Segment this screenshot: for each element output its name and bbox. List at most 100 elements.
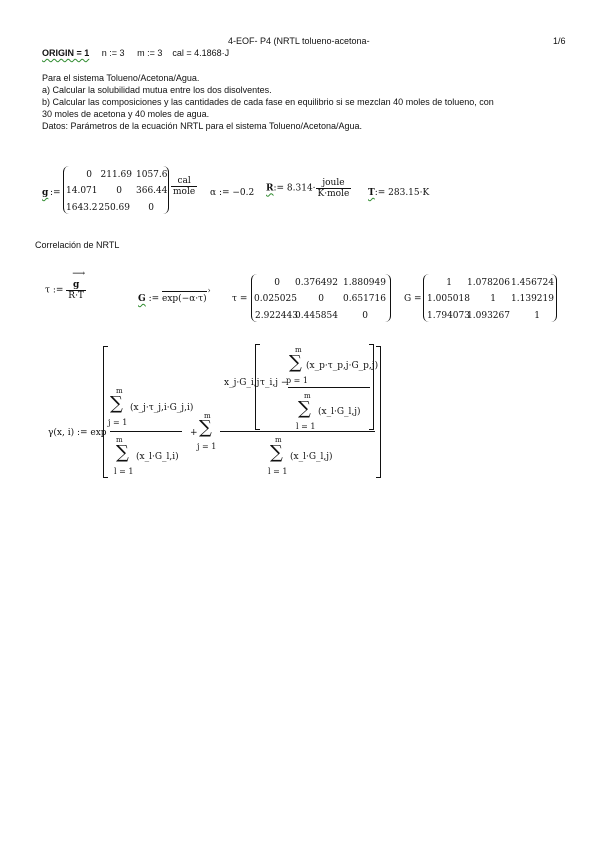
- term1-denominator: (x_l·G_l,i): [136, 452, 179, 462]
- r-unit-denominator: K·mole: [317, 189, 350, 199]
- alpha-definition: α := −0.2: [210, 188, 255, 198]
- r-value: := 8.314·: [273, 183, 316, 194]
- sum-upper-limit: m: [116, 436, 123, 444]
- outer-bracket-left: [103, 346, 108, 478]
- matrix-cell: 1.093267: [467, 311, 510, 321]
- fraction-bar: [110, 431, 182, 432]
- right-paren: [163, 166, 169, 214]
- outer-bracket-right: [376, 346, 381, 478]
- summation-icon: ∑: [298, 398, 311, 419]
- matrix-cell: 0.376492: [295, 278, 338, 288]
- plus-operator: +: [190, 428, 198, 438]
- fraction-bar: [220, 431, 375, 432]
- sum-lower-limit: l = 1: [268, 467, 288, 476]
- t-definition: T:= 283.15·K: [368, 188, 429, 198]
- matrix-cell: 366.44: [136, 186, 168, 196]
- sum-upper-limit: m: [275, 436, 282, 444]
- matrix-cell: 0.445854: [295, 311, 338, 321]
- matrix-cell: 1643.2: [66, 203, 98, 213]
- matrix-cell: 1.078206: [467, 278, 510, 288]
- page-title: 4-EOF- P4 (NRTL tolueno-acetona-: [228, 36, 370, 46]
- tau-matrix-label: τ =: [232, 294, 248, 304]
- matrix-cell: 0: [116, 186, 122, 196]
- sum-upper-limit: m: [304, 392, 311, 400]
- matrix-cell: 0: [318, 294, 324, 304]
- sum-upper-limit: m: [116, 387, 123, 395]
- sum-upper-limit: m: [295, 346, 302, 354]
- summation-icon: ∑: [116, 442, 129, 463]
- problem-line: b) Calcular las composiciones y las cant…: [42, 97, 494, 107]
- matrix-cell: 2.922443: [255, 311, 298, 321]
- t-value: := 283.15·K: [374, 188, 430, 198]
- sum-lower-limit: j = 1: [197, 442, 217, 451]
- tau-numerator: g: [66, 280, 86, 291]
- g-exp-definition: G := › exp(−α·τ): [138, 286, 211, 304]
- right-paren: [385, 274, 391, 322]
- unit-numerator: cal: [171, 176, 198, 187]
- section-title: Correlación de NRTL: [35, 240, 120, 250]
- gamma-lhs: γ(x, i) := exp: [48, 428, 107, 438]
- sum-lower-limit: j = 1: [108, 418, 128, 427]
- sum-lower-limit: p = 1: [286, 376, 308, 385]
- sum-lower-limit: l = 1: [114, 467, 134, 476]
- t-symbol: T: [368, 188, 375, 198]
- tau-lhs: τ :=: [45, 285, 64, 296]
- term1-numerator: (x_j·τ_j,i·G_j,i): [130, 403, 194, 413]
- cal-setting: cal = 4.1868·J: [172, 48, 230, 58]
- inner-bracket-left: [255, 344, 260, 430]
- matrix-cell: 1: [446, 278, 452, 288]
- vectorize-arrow-icon: ⟶: [72, 269, 86, 279]
- r-symbol: R: [266, 183, 274, 194]
- right-paren: [551, 274, 557, 322]
- matrix-cell: 1057.6: [136, 170, 168, 180]
- matrix-cell: 0.651716: [343, 294, 386, 304]
- summation-icon: ∑: [199, 417, 212, 438]
- r-unit-numerator: joule: [315, 178, 352, 189]
- matrix-cell: 1.456724: [511, 278, 554, 288]
- sum-lower-limit: l = 1: [296, 422, 316, 431]
- matrix-cell: 14.071: [66, 186, 98, 196]
- term2-denominator: (x_l·G_l,j): [290, 452, 333, 462]
- m-setting: m := 3: [137, 48, 163, 58]
- problem-statement: Para el sistema Tolueno/Acetona/Agua. a)…: [42, 72, 494, 132]
- tau-ij-minus: τ_i,j −: [260, 378, 289, 388]
- summation-icon: ∑: [289, 352, 302, 373]
- tau-denominator: R·T: [68, 291, 84, 301]
- summation-icon: ∑: [270, 442, 283, 463]
- term2-inner-numerator: (x_p·τ_p,j·G_p,j): [306, 361, 379, 371]
- g-symbol: g: [42, 188, 49, 198]
- matrix-cell: 1: [490, 294, 496, 304]
- fraction-bar: [288, 387, 370, 388]
- sum-upper-limit: m: [204, 412, 211, 420]
- settings-line: ORIGIN = 1 n := 3 m := 3 cal = 4.1868·J: [42, 48, 229, 58]
- matrix-cell: 1.794073: [427, 311, 470, 321]
- g-exp-rhs: exp(−α·τ): [162, 294, 207, 304]
- left-paren: [251, 274, 257, 322]
- summation-icon: ∑: [110, 393, 123, 414]
- matrix-cell: 1.139219: [511, 294, 554, 304]
- problem-line: Para el sistema Tolueno/Acetona/Agua.: [42, 73, 200, 83]
- matrix-cell: 1: [534, 311, 540, 321]
- problem-line: a) Calcular la solubilidad mutua entre l…: [42, 85, 272, 95]
- problem-line: Datos: Parámetros de la ecuación NRTL pa…: [42, 121, 363, 131]
- inner-bracket-right: [369, 344, 374, 430]
- vectorize-arrow-icon: ›: [207, 286, 211, 295]
- matrix-cell: 250.69: [98, 203, 131, 213]
- matrix-cell: 0: [362, 311, 368, 321]
- term2-xg: x_j·G_i,j: [224, 378, 260, 388]
- n-setting: n := 3: [101, 48, 125, 58]
- matrix-cell: 0: [274, 278, 280, 288]
- origin-setting: ORIGIN = 1: [42, 48, 90, 58]
- left-paren: [423, 274, 429, 322]
- matrix-cell: 1.880949: [343, 278, 386, 288]
- g-exp-symbol: G: [138, 294, 146, 304]
- matrix-cell: 0: [86, 170, 92, 180]
- vectorize-bar: [162, 291, 207, 292]
- left-paren: [63, 166, 69, 214]
- g-matrix-label: G =: [404, 294, 422, 304]
- assign-operator: :=: [50, 188, 61, 198]
- unit-denominator: mole: [173, 187, 196, 197]
